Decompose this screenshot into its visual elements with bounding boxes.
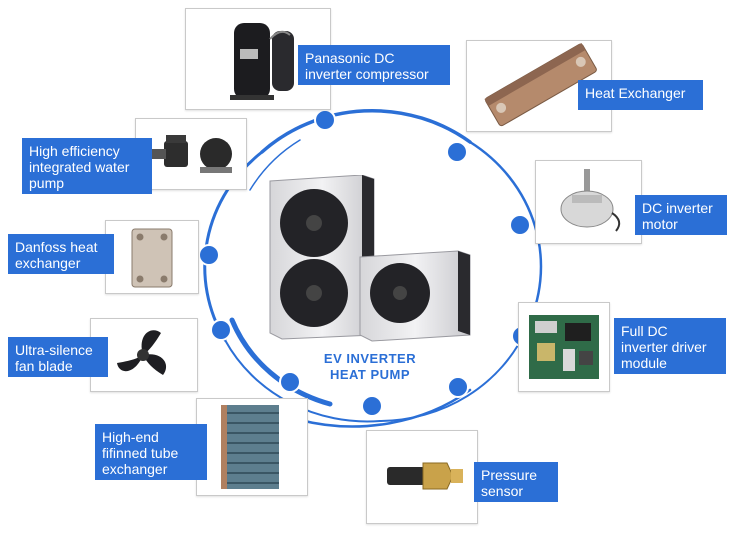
fan-blade-card (90, 318, 198, 392)
ring-dot (210, 319, 232, 341)
driver-label: Full DC inverter driver module (614, 318, 726, 374)
heat-exchanger-label: Heat Exchanger (578, 80, 703, 110)
motor-card (535, 160, 642, 244)
ring-dot (447, 376, 469, 398)
fan-blade-label: Ultra-silence fan blade (8, 337, 108, 377)
ring-dot (361, 395, 383, 417)
heat-pump-units (269, 175, 471, 342)
ring-dot (279, 371, 301, 393)
motor-label: DC inverter motor (635, 195, 727, 235)
compressor-icon (230, 23, 294, 100)
plate-heat-exchanger-icon (484, 43, 597, 127)
tube-exchanger-card (196, 398, 308, 496)
center-title: EV INVERTER HEAT PUMP (300, 351, 440, 383)
pressure-sensor-icon (387, 462, 463, 490)
ring-dot (314, 109, 336, 131)
fan-motor-icon (560, 169, 621, 232)
tall-unit (269, 175, 375, 340)
finned-tube-coil-icon (221, 405, 279, 489)
ring-dot (198, 244, 220, 266)
fan-blade-icon (117, 330, 167, 375)
ring-dot (509, 214, 531, 236)
compressor-label: Panasonic DC inverter compressor (298, 45, 450, 85)
center-title-line1: EV INVERTER (323, 351, 417, 366)
danfoss-card (105, 220, 199, 294)
brazed-plate-exchanger-icon (131, 228, 173, 288)
small-unit (359, 250, 471, 342)
driver-card (518, 302, 610, 392)
ring-dot (446, 141, 468, 163)
water-pump-label: High efficiency integrated water pump (22, 138, 152, 194)
pressure-card (366, 430, 478, 524)
pressure-label: Pressure sensor (474, 462, 558, 502)
circuit-board-icon (529, 315, 599, 379)
water-pump-icon (150, 135, 232, 173)
heat-exchanger-card (466, 40, 612, 132)
center-title-line2: HEAT PUMP (329, 367, 411, 382)
tube-exchanger-label: High-end fifinned tube exchanger (95, 424, 207, 480)
water-pump-card (135, 118, 247, 190)
danfoss-label: Danfoss heat exchanger (8, 234, 114, 274)
